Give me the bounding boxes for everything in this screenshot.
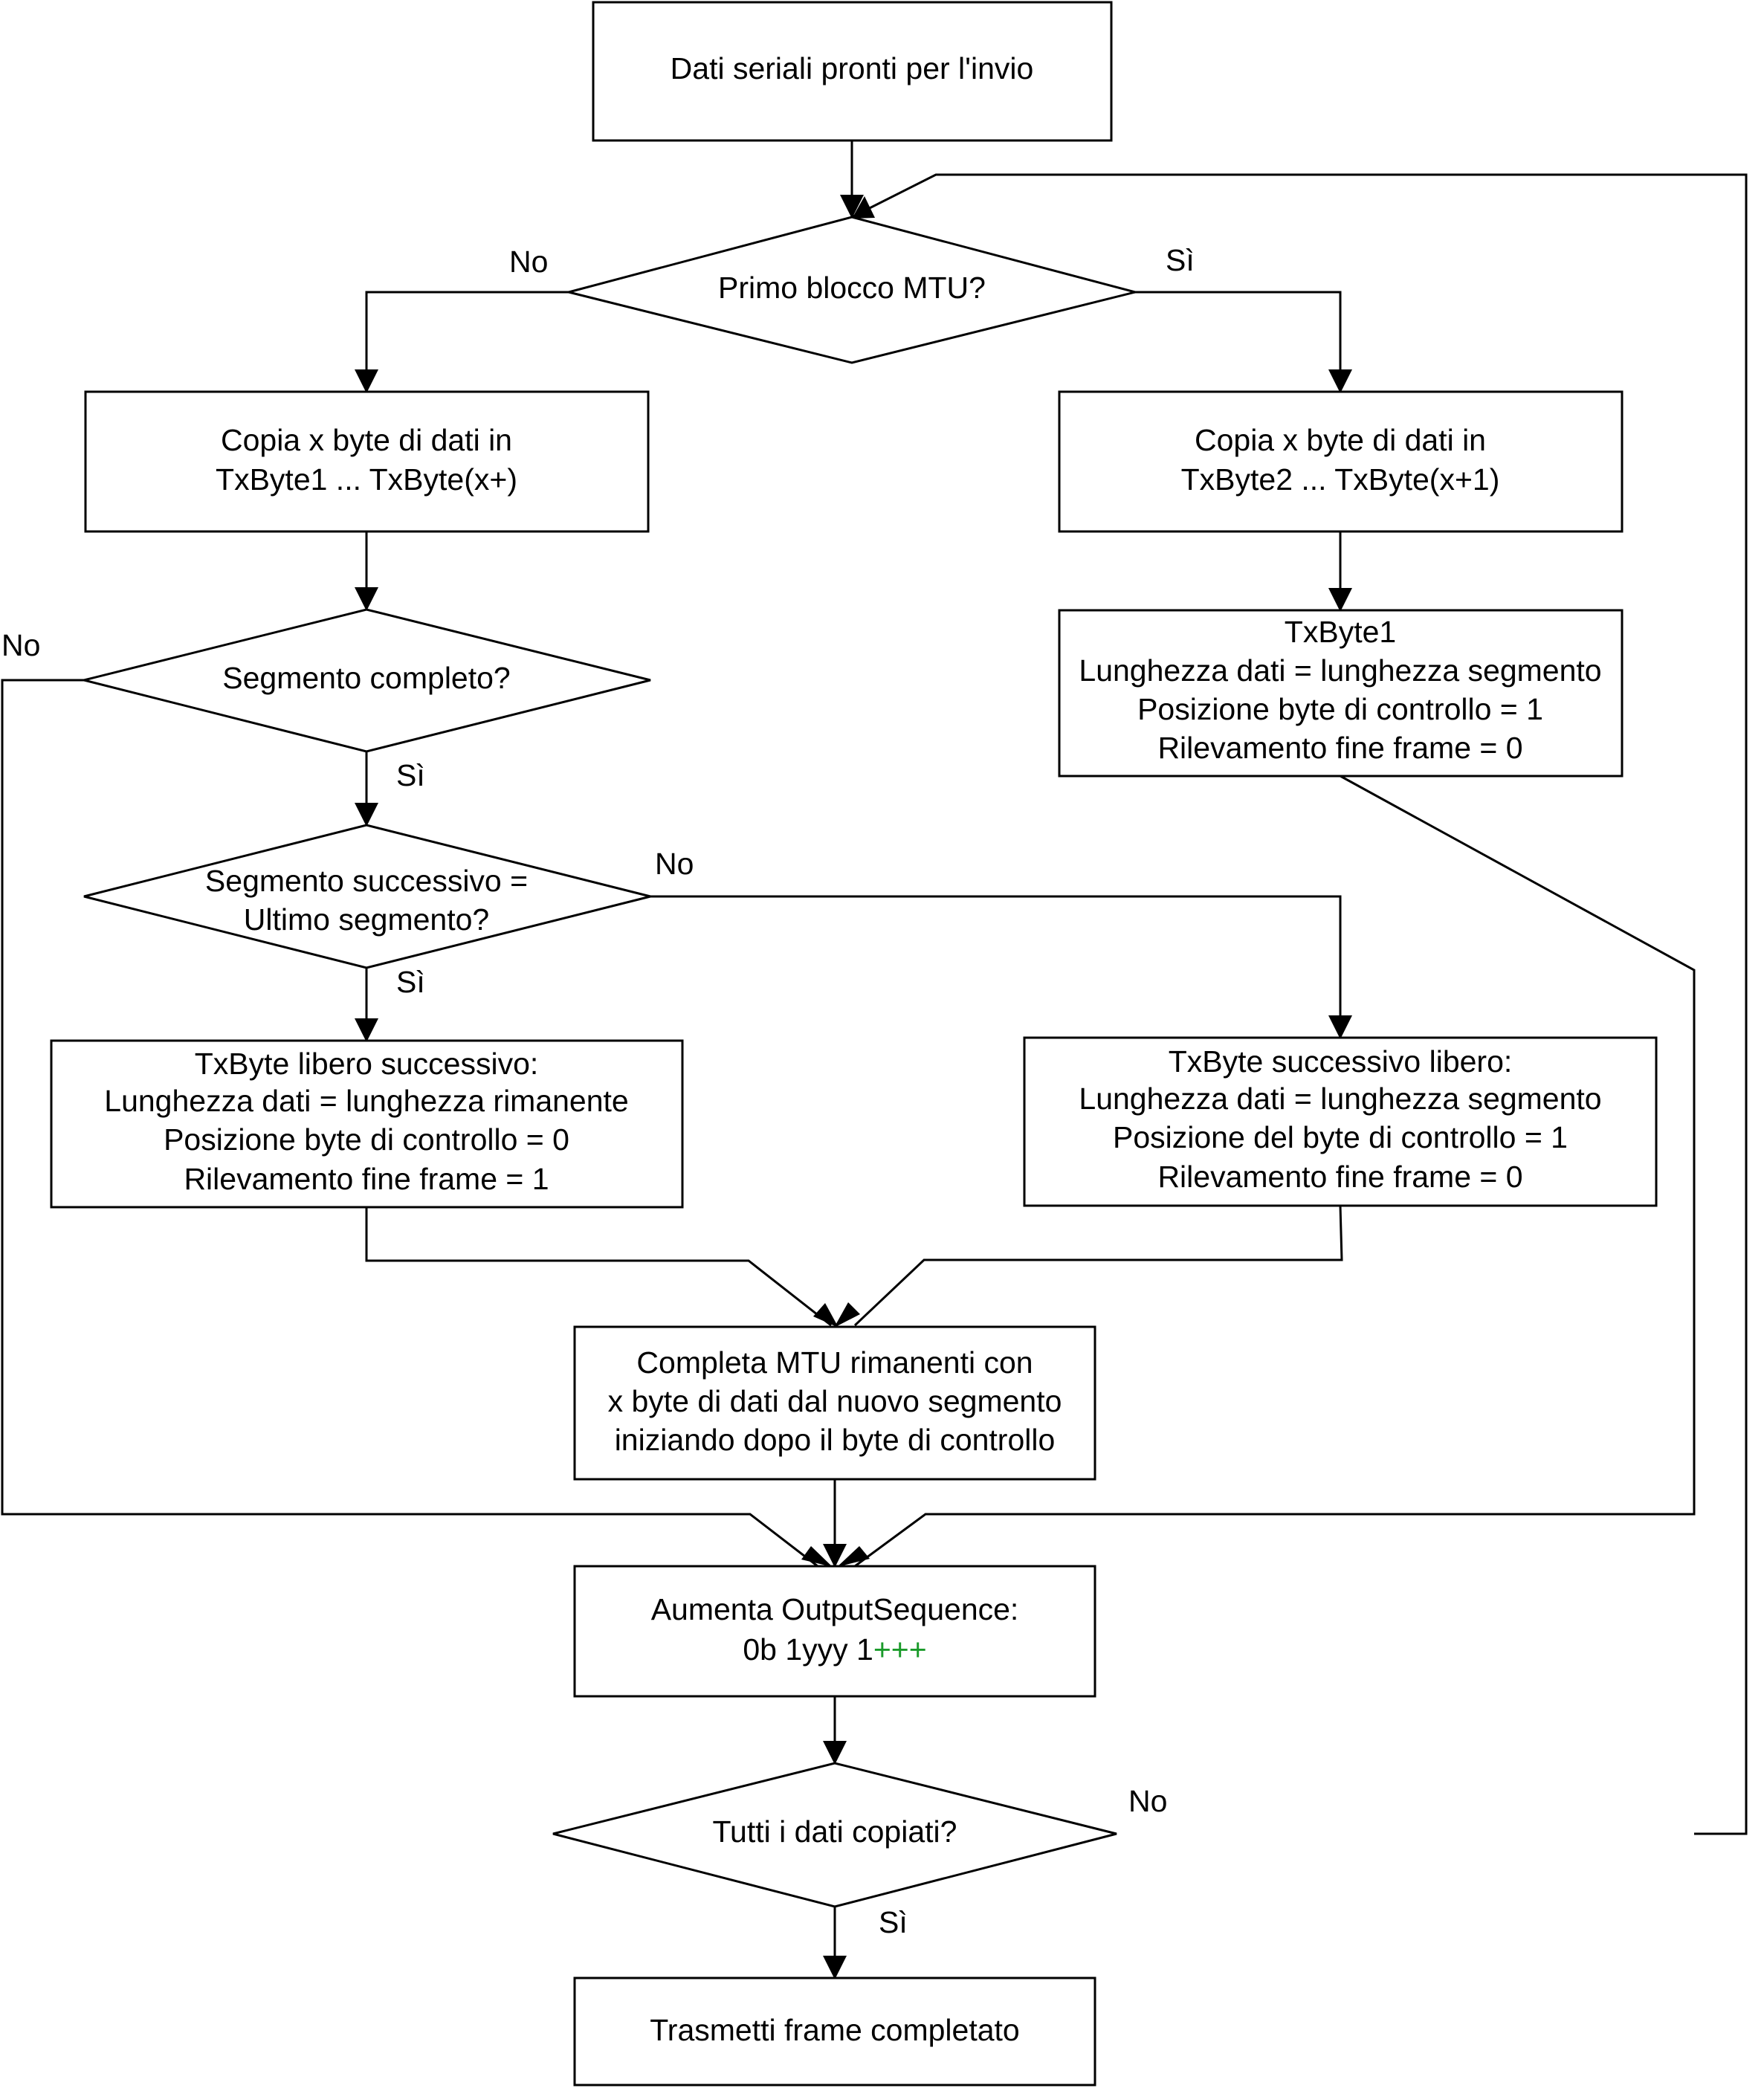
decision-next-is-last-line1: Segmento successivo = — [205, 864, 528, 898]
label-copied-yes: Sì — [879, 1905, 908, 1939]
arrowhead-complete-right — [834, 1302, 860, 1328]
edge-txbyte1-to-increase — [854, 775, 1696, 1568]
arrowhead-copy-left — [355, 369, 378, 393]
node-copy-left: Copia x byte di dati in TxByte1 ... TxBy… — [84, 390, 650, 533]
node-complete-mtu-line1: Completa MTU rimanenti con — [636, 1345, 1033, 1380]
edge-loop-return — [851, 173, 1748, 1835]
decision-all-copied-label: Tutti i dati copiati? — [713, 1814, 957, 1849]
arrowhead-transmit — [823, 1956, 847, 1979]
node-next-segment-line3: Posizione del byte di controllo = 1 — [1113, 1120, 1568, 1154]
node-start: Dati seriali pronti per l'invio — [592, 1, 1113, 142]
node-next-segment-line1: TxByte successivo libero: — [1169, 1044, 1513, 1079]
edge-last-no — [650, 895, 1342, 1038]
node-last-segment-line4: Rilevamento fine frame = 1 — [184, 1162, 549, 1196]
label-copied-no: No — [1128, 1784, 1167, 1818]
node-increase-seq-prefix: 0b 1yyy 1 — [743, 1632, 873, 1667]
connectors — [1, 140, 1748, 1978]
node-txbyte1-line3: Posizione byte di controllo = 1 — [1137, 692, 1543, 726]
arrowhead-txbyte1 — [1328, 588, 1352, 612]
decision-first-block: Primo blocco MTU? — [568, 216, 1136, 364]
node-increase-seq-line2: 0b 1yyy 1+++ — [743, 1632, 926, 1667]
arrowhead-complete-left — [813, 1303, 839, 1328]
node-last-segment-line3: Posizione byte di controllo = 0 — [164, 1122, 569, 1157]
node-last-segment-box: TxByte libero successivo: Lunghezza dati… — [50, 1039, 684, 1209]
arrowhead-next-box — [1328, 1015, 1352, 1039]
node-last-segment-line1: TxByte libero successivo: — [195, 1047, 539, 1081]
node-complete-mtu-line2: x byte di dati dal nuovo segmento — [608, 1384, 1062, 1418]
decision-next-is-last: Segmento successivo = Ultimo segmento? — [83, 824, 651, 969]
arrowheads — [355, 195, 1352, 1979]
arrowhead-first-block — [840, 195, 864, 219]
node-increase-seq-suffix: +++ — [873, 1632, 927, 1667]
edge-last-box-to-complete — [365, 1207, 832, 1327]
node-copy-right: Copia x byte di dati in TxByte2 ... TxBy… — [1058, 390, 1624, 533]
decision-next-is-last-line2: Ultimo segmento? — [244, 902, 489, 937]
arrowhead-next-is-last — [355, 803, 378, 827]
node-copy-left-line1: Copia x byte di dati in — [221, 423, 512, 457]
arrowhead-increase-center — [823, 1544, 847, 1568]
node-transmit-label: Trasmetti frame completato — [650, 2013, 1019, 2047]
node-complete-mtu-line3: iniziando dopo il byte di controllo — [615, 1423, 1056, 1457]
decision-segment-complete: Segmento completo? — [83, 608, 651, 753]
node-increase-seq-line1: Aumenta OutputSequence: — [651, 1592, 1019, 1626]
node-next-segment-box: TxByte successivo libero: Lunghezza dati… — [1023, 1036, 1658, 1207]
node-txbyte1-line2: Lunghezza dati = lunghezza segmento — [1079, 653, 1601, 688]
arrowhead-increase-right — [837, 1546, 870, 1567]
arrowhead-loop-return — [852, 196, 875, 219]
edge-first-no — [365, 291, 569, 392]
node-txbyte1-line4: Rilevamento fine frame = 0 — [1157, 731, 1522, 765]
label-segment-yes: Sì — [396, 758, 425, 792]
arrowhead-copy-right — [1328, 369, 1352, 393]
edge-segment-no — [1, 679, 818, 1568]
node-start-label: Dati seriali pronti per l'invio — [671, 51, 1034, 85]
label-first-yes: Sì — [1166, 243, 1195, 277]
label-segment-no: No — [1, 628, 40, 662]
arrowhead-increase-left — [801, 1546, 833, 1567]
label-last-yes: Sì — [396, 965, 425, 999]
node-next-segment-line2: Lunghezza dati = lunghezza segmento — [1079, 1082, 1601, 1116]
label-last-no: No — [655, 847, 694, 881]
label-first-no: No — [509, 245, 548, 279]
node-increase-seq: Aumenta OutputSequence: 0b 1yyy 1+++ — [573, 1565, 1096, 1698]
node-copy-right-line1: Copia x byte di dati in — [1195, 423, 1486, 457]
node-transmit: Trasmetti frame completato — [573, 1977, 1096, 2087]
decision-first-block-label: Primo blocco MTU? — [718, 271, 986, 305]
edge-next-box-to-complete — [853, 1205, 1343, 1327]
node-txbyte1-line1: TxByte1 — [1285, 615, 1396, 649]
decision-all-copied: Tutti i dati copiati? — [552, 1762, 1117, 1908]
arrowhead-all-copied — [823, 1741, 847, 1765]
arrowhead-segment — [355, 587, 378, 611]
node-copy-right-line2: TxByte2 ... TxByte(x+1) — [1181, 462, 1500, 497]
node-txbyte1: TxByte1 Lunghezza dati = lunghezza segme… — [1058, 609, 1624, 778]
node-copy-left-line2: TxByte1 ... TxByte(x+) — [216, 462, 517, 497]
edge-labels: No Sì No Sì No Sì No Sì — [1, 243, 1195, 1939]
decision-segment-complete-label: Segmento completo? — [222, 661, 510, 695]
arrowhead-last-box — [355, 1018, 378, 1042]
node-last-segment-line2: Lunghezza dati = lunghezza rimanente — [104, 1084, 628, 1118]
edge-first-yes — [1135, 291, 1342, 392]
node-complete-mtu: Completa MTU rimanenti con x byte di dat… — [573, 1325, 1096, 1481]
node-next-segment-line4: Rilevamento fine frame = 0 — [1157, 1160, 1522, 1194]
